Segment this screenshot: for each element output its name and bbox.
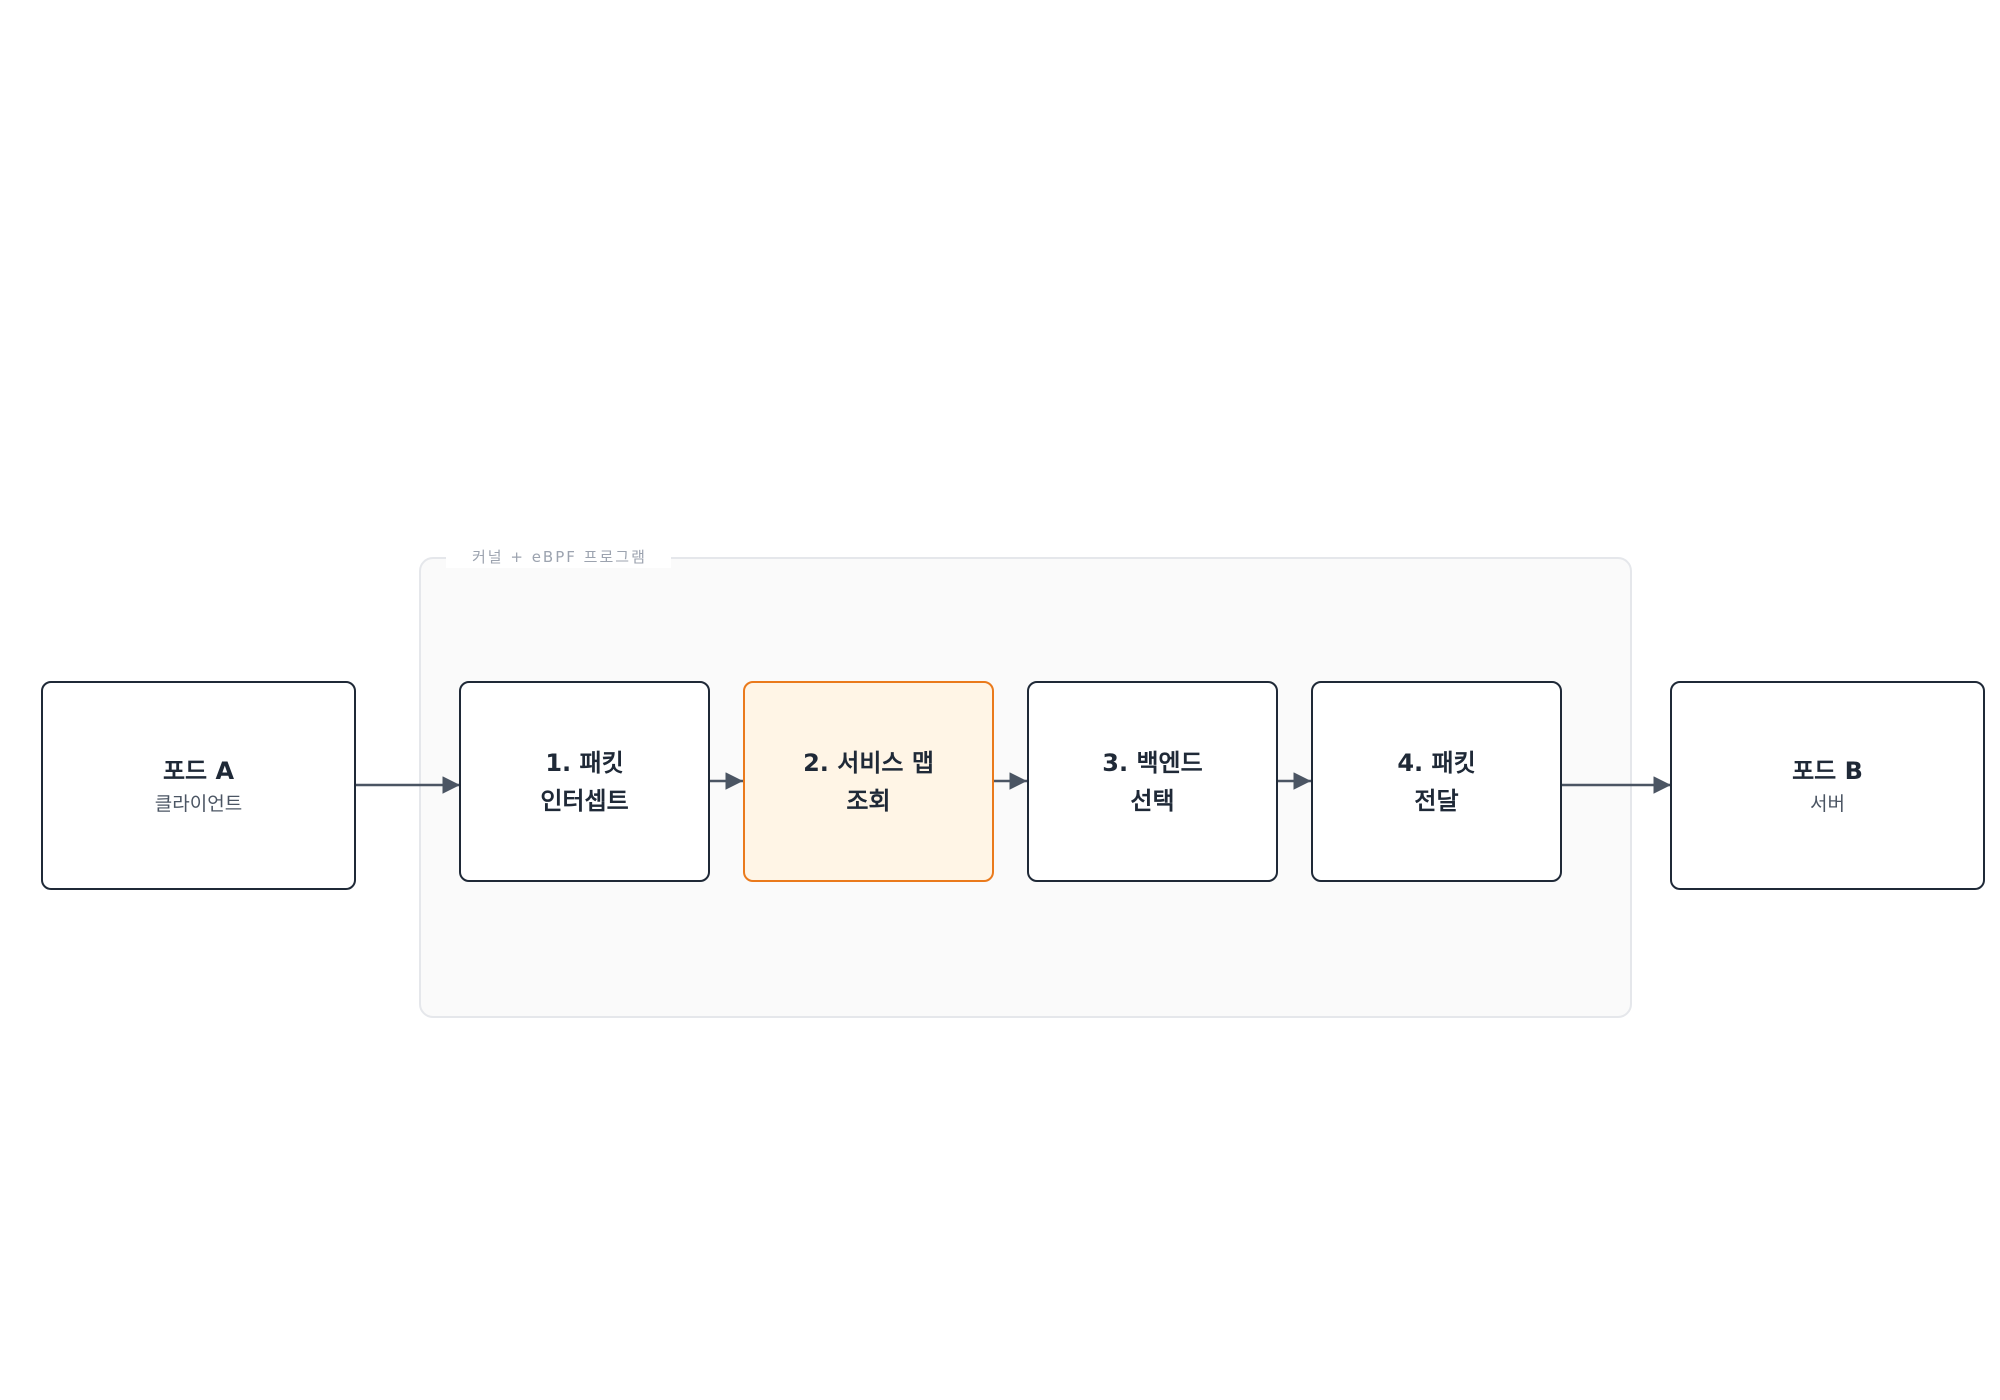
pod-b-title: 포드 B bbox=[1792, 756, 1863, 785]
pod-a-node: 포드 A 클라이언트 bbox=[41, 681, 356, 890]
step4-title: 4. 패킷 전달 bbox=[1397, 748, 1476, 815]
step2-title: 2. 서비스 맵 조회 bbox=[803, 748, 934, 815]
pod-b-node: 포드 B 서버 bbox=[1670, 681, 1985, 890]
pod-a-subtitle: 클라이언트 bbox=[154, 792, 243, 815]
pod-a-title: 포드 A bbox=[162, 756, 235, 785]
step1-packet-intercept-node: 1. 패킷 인터셉트 bbox=[459, 681, 710, 882]
step4-packet-forward-node: 4. 패킷 전달 bbox=[1311, 681, 1562, 882]
pod-b-subtitle: 서버 bbox=[1810, 792, 1845, 815]
step3-backend-select-node: 3. 백엔드 선택 bbox=[1027, 681, 1278, 882]
step1-title: 1. 패킷 인터셉트 bbox=[540, 748, 629, 815]
kernel-ebpf-group-label: 커널 + eBPF 프로그램 bbox=[446, 546, 671, 568]
step3-title: 3. 백엔드 선택 bbox=[1102, 748, 1203, 815]
step2-service-map-lookup-node: 2. 서비스 맵 조회 bbox=[743, 681, 994, 882]
